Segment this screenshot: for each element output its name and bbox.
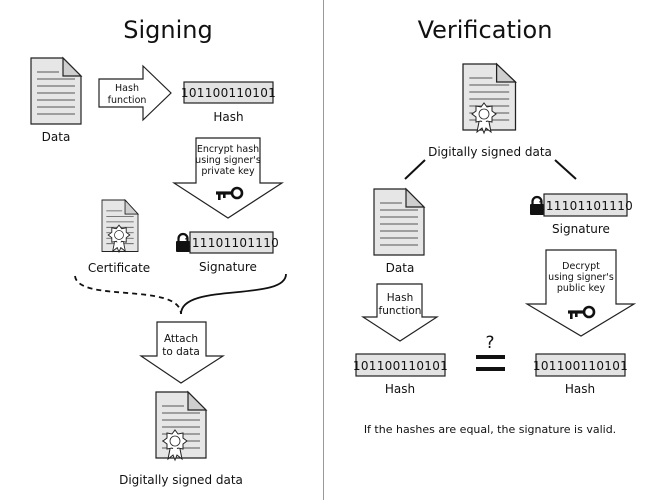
hash-function-label-line2: function xyxy=(108,95,147,106)
signature-box xyxy=(189,231,274,254)
hash-label: Hash xyxy=(213,110,243,124)
signature-connector xyxy=(180,273,287,315)
equals-icon xyxy=(476,355,505,371)
verification-hash-left-box xyxy=(355,353,446,377)
encrypt-arrow xyxy=(171,137,285,219)
verification-signature-box xyxy=(543,193,628,217)
conclusion-text: If the hashes are equal, the signature i… xyxy=(364,423,616,436)
attach-arrow xyxy=(139,321,226,384)
signature-label: Signature xyxy=(199,260,257,274)
attach-label-line1: Attach xyxy=(164,333,198,345)
document-icon xyxy=(373,188,425,256)
verification-hash-right-box xyxy=(535,353,626,377)
decrypt-label-line1: Decrypt xyxy=(562,261,600,272)
encrypt-label-line1: Encrypt hash xyxy=(197,144,259,155)
document-icon xyxy=(30,57,82,125)
split-line-left xyxy=(404,159,426,180)
certificate-connector xyxy=(74,275,182,315)
signing-data-label: Data xyxy=(42,130,71,144)
decrypt-label-line2: using signer's xyxy=(548,272,614,283)
certificate-label: Certificate xyxy=(88,261,150,275)
signing-title: Signing xyxy=(123,16,212,44)
verification-hash-left-value: 101100110101 xyxy=(353,359,448,373)
verification-signature-value: 111101101110 xyxy=(538,199,633,213)
verification-title: Verification xyxy=(418,16,553,44)
encrypt-label-line2: using signer's xyxy=(195,155,261,166)
hash-function-arrow xyxy=(98,64,172,122)
verification-hash-function-arrow xyxy=(360,283,440,342)
attach-label-line2: to data xyxy=(162,346,200,358)
hash-box xyxy=(183,81,274,104)
hash-value: 101100110101 xyxy=(181,86,276,100)
verification-data-label: Data xyxy=(386,261,415,275)
split-line-right xyxy=(554,159,577,180)
verification-hash-right-value: 101100110101 xyxy=(533,359,628,373)
signed-data-label: Digitally signed data xyxy=(119,473,243,487)
verification-input-label: Digitally signed data xyxy=(428,145,552,159)
decrypt-label-line3: public key xyxy=(557,283,606,294)
verification-hash-right-label: Hash xyxy=(565,382,595,396)
question-mark: ? xyxy=(485,333,494,353)
decrypt-arrow xyxy=(524,249,637,337)
verification-hash-function-line2: function xyxy=(379,305,422,317)
verification-signature-label: Signature xyxy=(552,222,610,236)
verification-hash-left-label: Hash xyxy=(385,382,415,396)
signature-value: 111101101110 xyxy=(184,236,279,250)
verification-hash-function-line1: Hash xyxy=(387,292,413,304)
hash-function-label-line1: Hash xyxy=(115,83,139,94)
encrypt-label-line3: private key xyxy=(201,166,255,177)
